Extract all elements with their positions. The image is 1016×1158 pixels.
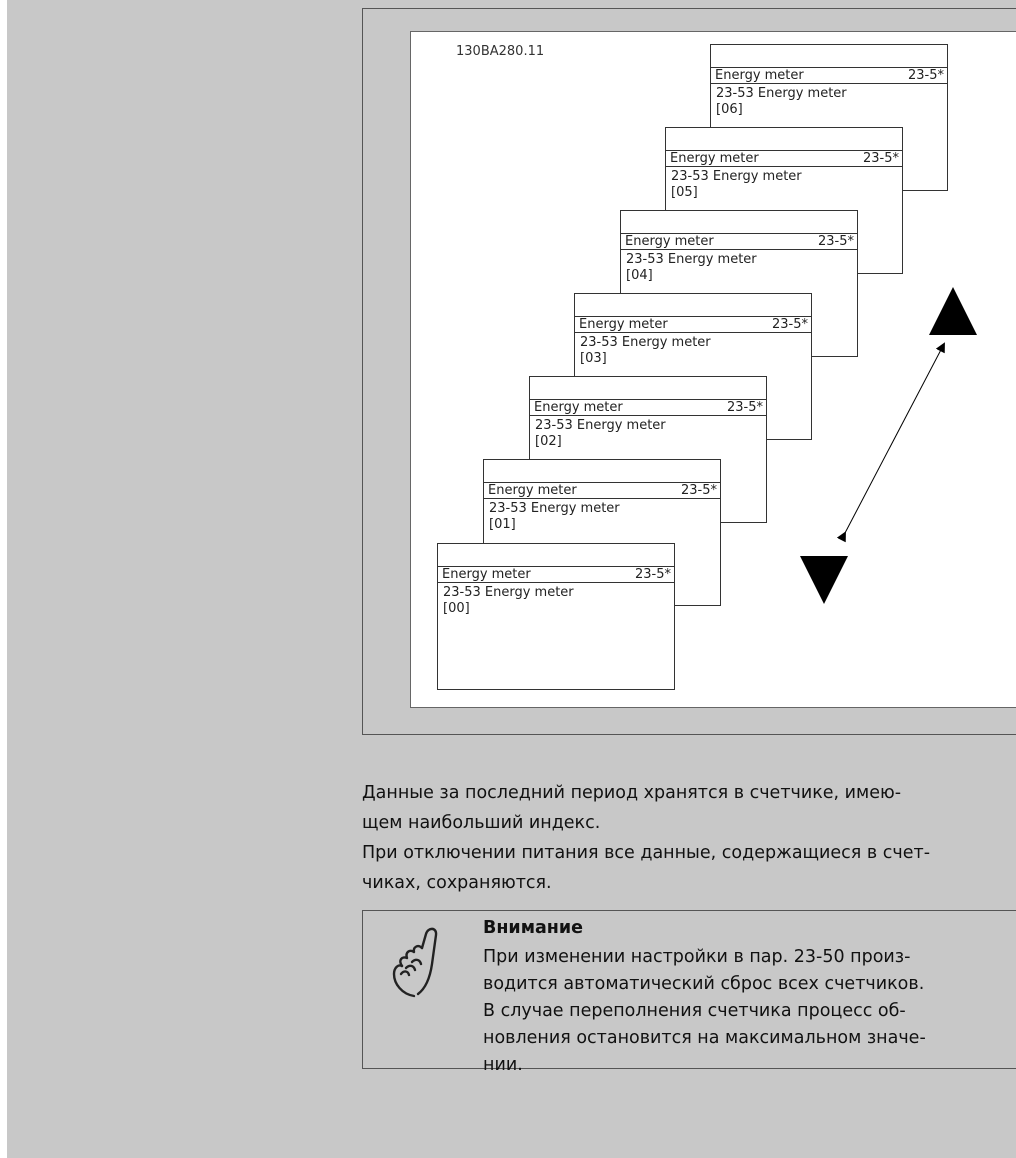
note-box xyxy=(362,910,1016,1069)
screen-parameter: 23-53 Energy meter xyxy=(535,418,666,433)
page-left-margin xyxy=(0,0,7,1158)
screen-index: [03] xyxy=(580,351,607,366)
screen-header-title: Energy meter xyxy=(488,483,577,498)
note-hand-icon xyxy=(392,927,438,998)
screen-header-code: 23-5* xyxy=(771,317,808,332)
screen-index: [04] xyxy=(626,268,653,283)
figure-code: 130BA280.11 xyxy=(456,44,545,59)
screen-header-code: 23-5* xyxy=(634,567,671,582)
paragraph-last-period: Данные за последний период хранятся в сч… xyxy=(362,783,902,833)
screen-index: [06] xyxy=(716,102,743,117)
screen-header-code: 23-5* xyxy=(907,68,944,83)
screen-parameter: 23-53 Energy meter xyxy=(716,86,847,101)
screen-header-code: 23-5* xyxy=(726,400,763,415)
screen-index: [05] xyxy=(671,185,698,200)
screen-parameter: 23-53 Energy meter xyxy=(489,501,620,516)
arrow-down-icon xyxy=(800,556,848,604)
screen-header-title: Energy meter xyxy=(625,234,714,249)
screen-header-code: 23-5* xyxy=(680,483,717,498)
screen-index: [01] xyxy=(489,517,516,532)
screen-header-code: 23-5* xyxy=(817,234,854,249)
screen-parameter: 23-53 Energy meter xyxy=(580,335,711,350)
screen-header-title: Energy meter xyxy=(670,151,759,166)
screen-index: [02] xyxy=(535,434,562,449)
screen-header-title: Energy meter xyxy=(715,68,804,83)
screen-parameter: 23-53 Energy meter xyxy=(671,169,802,184)
note-title: Внимание xyxy=(483,918,584,938)
screen-header-title: Energy meter xyxy=(579,317,668,332)
screen-header-title: Energy meter xyxy=(442,567,531,582)
lcp-screen-00: Energy meter 23-5* 23-53 Energy meter[00] xyxy=(437,543,675,690)
screen-index: [00] xyxy=(443,601,470,616)
screen-parameter: 23-53 Energy meter xyxy=(443,585,574,600)
note-text: При изменении настройки в пар. 23-50 про… xyxy=(483,947,926,1075)
screen-parameter: 23-53 Energy meter xyxy=(626,252,757,267)
arrow-up-icon xyxy=(929,287,977,335)
screen-header-title: Energy meter xyxy=(534,400,623,415)
screen-header-code: 23-5* xyxy=(862,151,899,166)
paragraph-power-off: При отключении питания все данные, содер… xyxy=(362,843,931,893)
